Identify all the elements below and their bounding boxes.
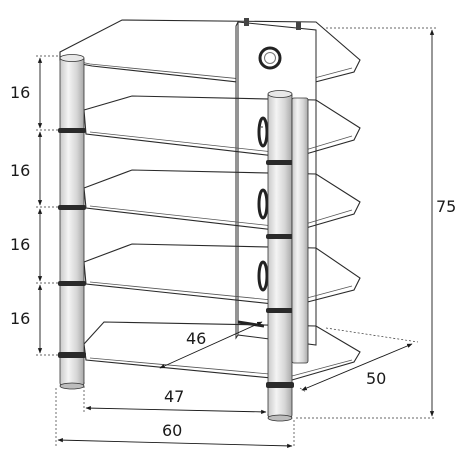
shelf-3 [83, 169, 361, 233]
total-height-dimension: 75 [296, 27, 456, 419]
dim-label-shelf-gap-3: 16 [10, 235, 30, 254]
bottom-shelf [83, 321, 361, 381]
width-dimensions: 47 60 [55, 382, 295, 449]
dim-label-total-width: 60 [162, 421, 182, 440]
dim-label-inner-width: 47 [164, 387, 184, 406]
dim-label-shelf-gap-1: 16 [10, 83, 30, 102]
dim-label-shelf-gap-2: 16 [10, 161, 30, 180]
inner-depth-dimension: 46 [159, 321, 263, 369]
back-right-post [291, 97, 309, 364]
shelf-2 [83, 95, 361, 159]
dim-label-shelf-gap-4: 16 [10, 309, 30, 328]
dim-label-inner-depth: 46 [186, 329, 206, 348]
dim-label-shelf-depth: 50 [366, 369, 386, 388]
right-post [266, 90, 294, 422]
height-dimensions: 16 16 16 16 [10, 55, 60, 356]
shelf-4 [83, 243, 361, 307]
dim-label-total-height: 75 [436, 197, 456, 216]
depth-dimension: 50 [299, 327, 419, 393]
left-post [58, 54, 86, 390]
